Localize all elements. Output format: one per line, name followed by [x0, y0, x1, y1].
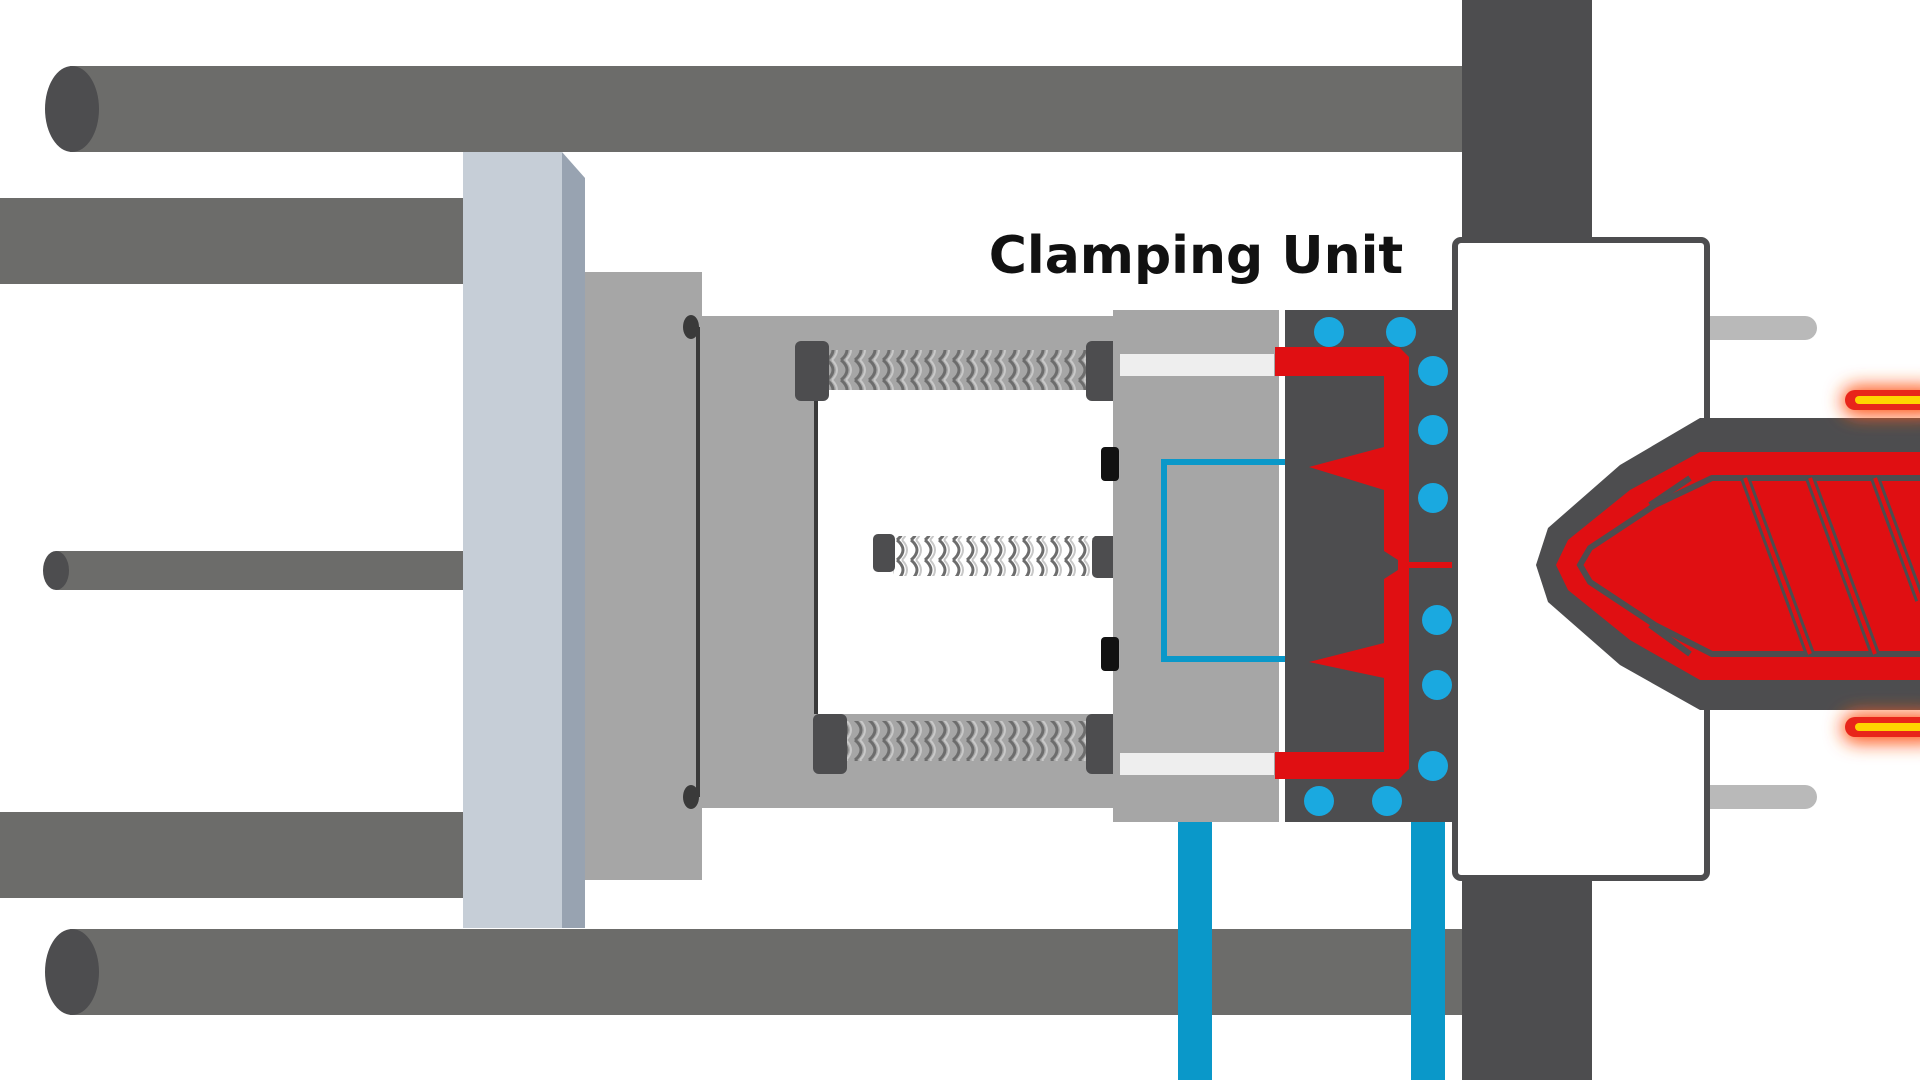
- stopper-lower: [1101, 637, 1119, 671]
- clamp-rod-lower: [0, 812, 470, 898]
- injection-barrel: [1536, 418, 1920, 710]
- ejector-link: [683, 315, 700, 809]
- ejector-pin-lower: [1120, 753, 1274, 775]
- cooling-line-right: [1411, 822, 1445, 1080]
- tie-bar-top: [45, 66, 1470, 152]
- clamp-rod-upper: [0, 198, 470, 284]
- ejector-spring-top: [795, 341, 1124, 401]
- moving-mold-plate: [585, 272, 702, 880]
- tie-bar-bottom: [45, 929, 1470, 1015]
- ejector-spring-bottom: [813, 714, 1125, 774]
- heater-band-upper: [1842, 386, 1920, 416]
- clamp-rod-center: [43, 551, 470, 590]
- stationary-platen-lower: [1462, 878, 1592, 1080]
- stationary-platen-upper: [1462, 0, 1592, 240]
- heater-band-lower: [1842, 713, 1920, 743]
- cooling-line-left: [1178, 822, 1212, 1080]
- stopper-upper: [1101, 447, 1119, 481]
- cooling-water-holes-stationary: [1304, 317, 1452, 816]
- moving-platen: [463, 152, 585, 928]
- ejector-spring-middle: [873, 534, 1118, 578]
- moving-mold-half: [1113, 310, 1279, 822]
- cooling-channel-moving-mold: [1161, 459, 1305, 662]
- diagram-title: Clamping Unit: [989, 226, 1404, 286]
- ejector-pin-upper: [1120, 354, 1274, 376]
- mold-cavity: [1275, 347, 1409, 779]
